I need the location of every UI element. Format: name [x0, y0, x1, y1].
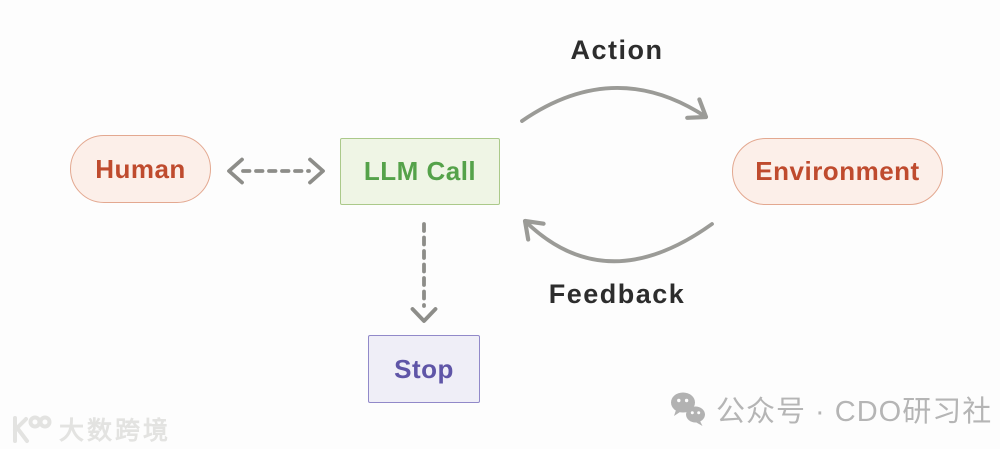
- feedback-arrow: [522, 218, 714, 264]
- environment-node: Environment: [732, 138, 943, 205]
- dashukuajing-logo-icon: [13, 415, 52, 443]
- llm-call-node: LLM Call: [340, 138, 500, 205]
- watermark-left-text: 大数跨境: [59, 417, 172, 445]
- action-arrow: [520, 86, 709, 123]
- human-node-label: Human: [95, 153, 186, 184]
- llm-call-node-label: LLM Call: [363, 156, 477, 186]
- feedback-edge-label: Feedback: [548, 279, 686, 309]
- stop-node-label: Stop: [394, 353, 454, 384]
- human-llm-dashed-arrow: [227, 157, 325, 185]
- action-edge-label: Action: [570, 35, 664, 65]
- watermark-right-text: 公众号 · CDO研习社: [716, 396, 993, 428]
- wechat-icon: [671, 392, 705, 426]
- stop-node: Stop: [368, 335, 480, 403]
- watermark-right: 公众号 · CDO研习社: [670, 388, 992, 430]
- watermark-left: 大数跨境: [8, 411, 171, 447]
- environment-node-label: Environment: [755, 156, 920, 186]
- llm-stop-dashed-arrow: [410, 222, 438, 323]
- human-node: Human: [70, 135, 211, 203]
